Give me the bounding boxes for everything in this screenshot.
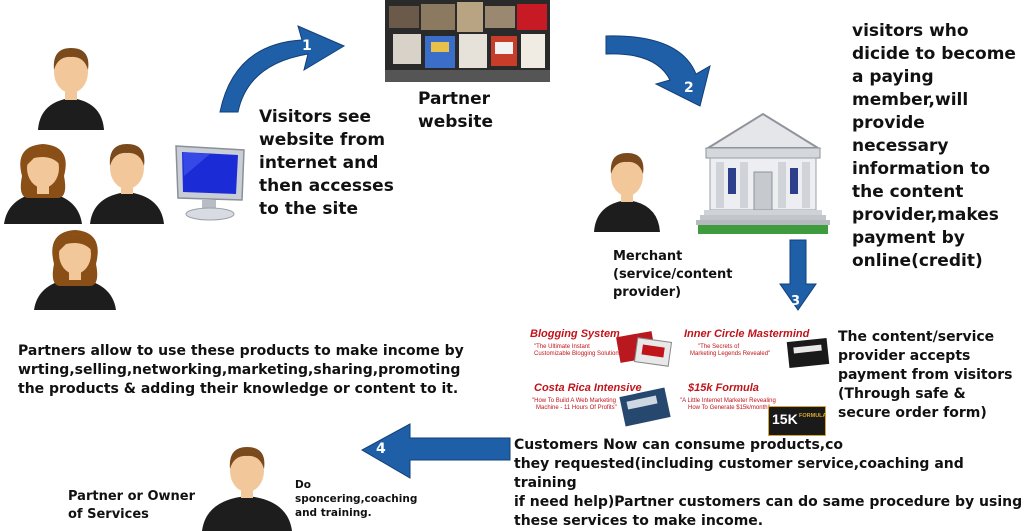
do-sponsoring-text: Do sponcering,coaching and training. xyxy=(295,479,418,519)
product-subtitle: Machine - 11 Hours Of Profits" xyxy=(536,405,617,411)
visitors-decide-text: visitors who dicide to become a paying m… xyxy=(852,21,1016,271)
computer-monitor-icon xyxy=(175,145,245,221)
partners-allow-text: Partners allow to use these products to … xyxy=(18,343,464,397)
merchant-label: Merchant (service/content provider) xyxy=(613,249,733,300)
product-title: Blogging System xyxy=(530,328,620,340)
arrow-4-icon xyxy=(360,423,511,479)
arrow-2-icon xyxy=(605,35,711,107)
product-subtitle: "The Ultimate Instant xyxy=(534,344,590,350)
partner-website-label: Partner website xyxy=(418,89,494,132)
product-subtitle: "How To Build A Web Marketing xyxy=(532,398,616,404)
product-title: Costa Rica Intensive xyxy=(534,382,642,394)
products-collage: Blogging System "The Ultimate Instant Cu… xyxy=(530,322,830,436)
step-4-label: 4 xyxy=(376,441,386,457)
woman-icon xyxy=(4,144,82,224)
product-box-image xyxy=(786,337,830,369)
bank-building-icon xyxy=(696,112,830,234)
product-subtitle: Customizable Blogging Solution" xyxy=(534,351,621,357)
product-subtitle: Marketing Legends Revealed" xyxy=(690,351,771,357)
product-subtitle: "A Little Internet Marketer Revealing xyxy=(680,398,776,404)
partner-owner-icon xyxy=(202,447,292,531)
badge-big-text: 15K xyxy=(772,411,798,427)
man-icon xyxy=(90,144,164,224)
step-3-label: 3 xyxy=(791,294,801,309)
product-subtitle: "The Secrets of xyxy=(698,344,740,350)
man-icon xyxy=(38,48,104,130)
15k-formula-badge: 15K FORMULA xyxy=(768,406,827,436)
partner-owner-label: Partner or Owner of Services xyxy=(68,489,195,522)
partner-website-image xyxy=(385,0,550,82)
woman-icon xyxy=(34,230,116,310)
step-2-label: 2 xyxy=(684,80,694,96)
provider-accepts-text: The content/service provider accepts pay… xyxy=(838,329,1013,421)
product-title: $15k Formula xyxy=(688,382,759,394)
visitors-see-text: Visitors see website from internet and t… xyxy=(259,107,394,219)
product-subtitle: How To Generate $15k/month" xyxy=(688,405,770,411)
arrow-1-icon xyxy=(219,25,346,113)
badge-small-text: FORMULA xyxy=(799,413,827,419)
product-box-image xyxy=(619,387,671,427)
merchant-man-icon xyxy=(594,153,660,232)
customers-now-text: Customers Now can consume products,co th… xyxy=(514,437,1023,529)
product-title: Inner Circle Mastermind xyxy=(684,328,810,340)
product-box-image xyxy=(616,331,673,367)
arrow-3-icon xyxy=(779,239,817,311)
step-1-label: 1 xyxy=(302,38,312,54)
